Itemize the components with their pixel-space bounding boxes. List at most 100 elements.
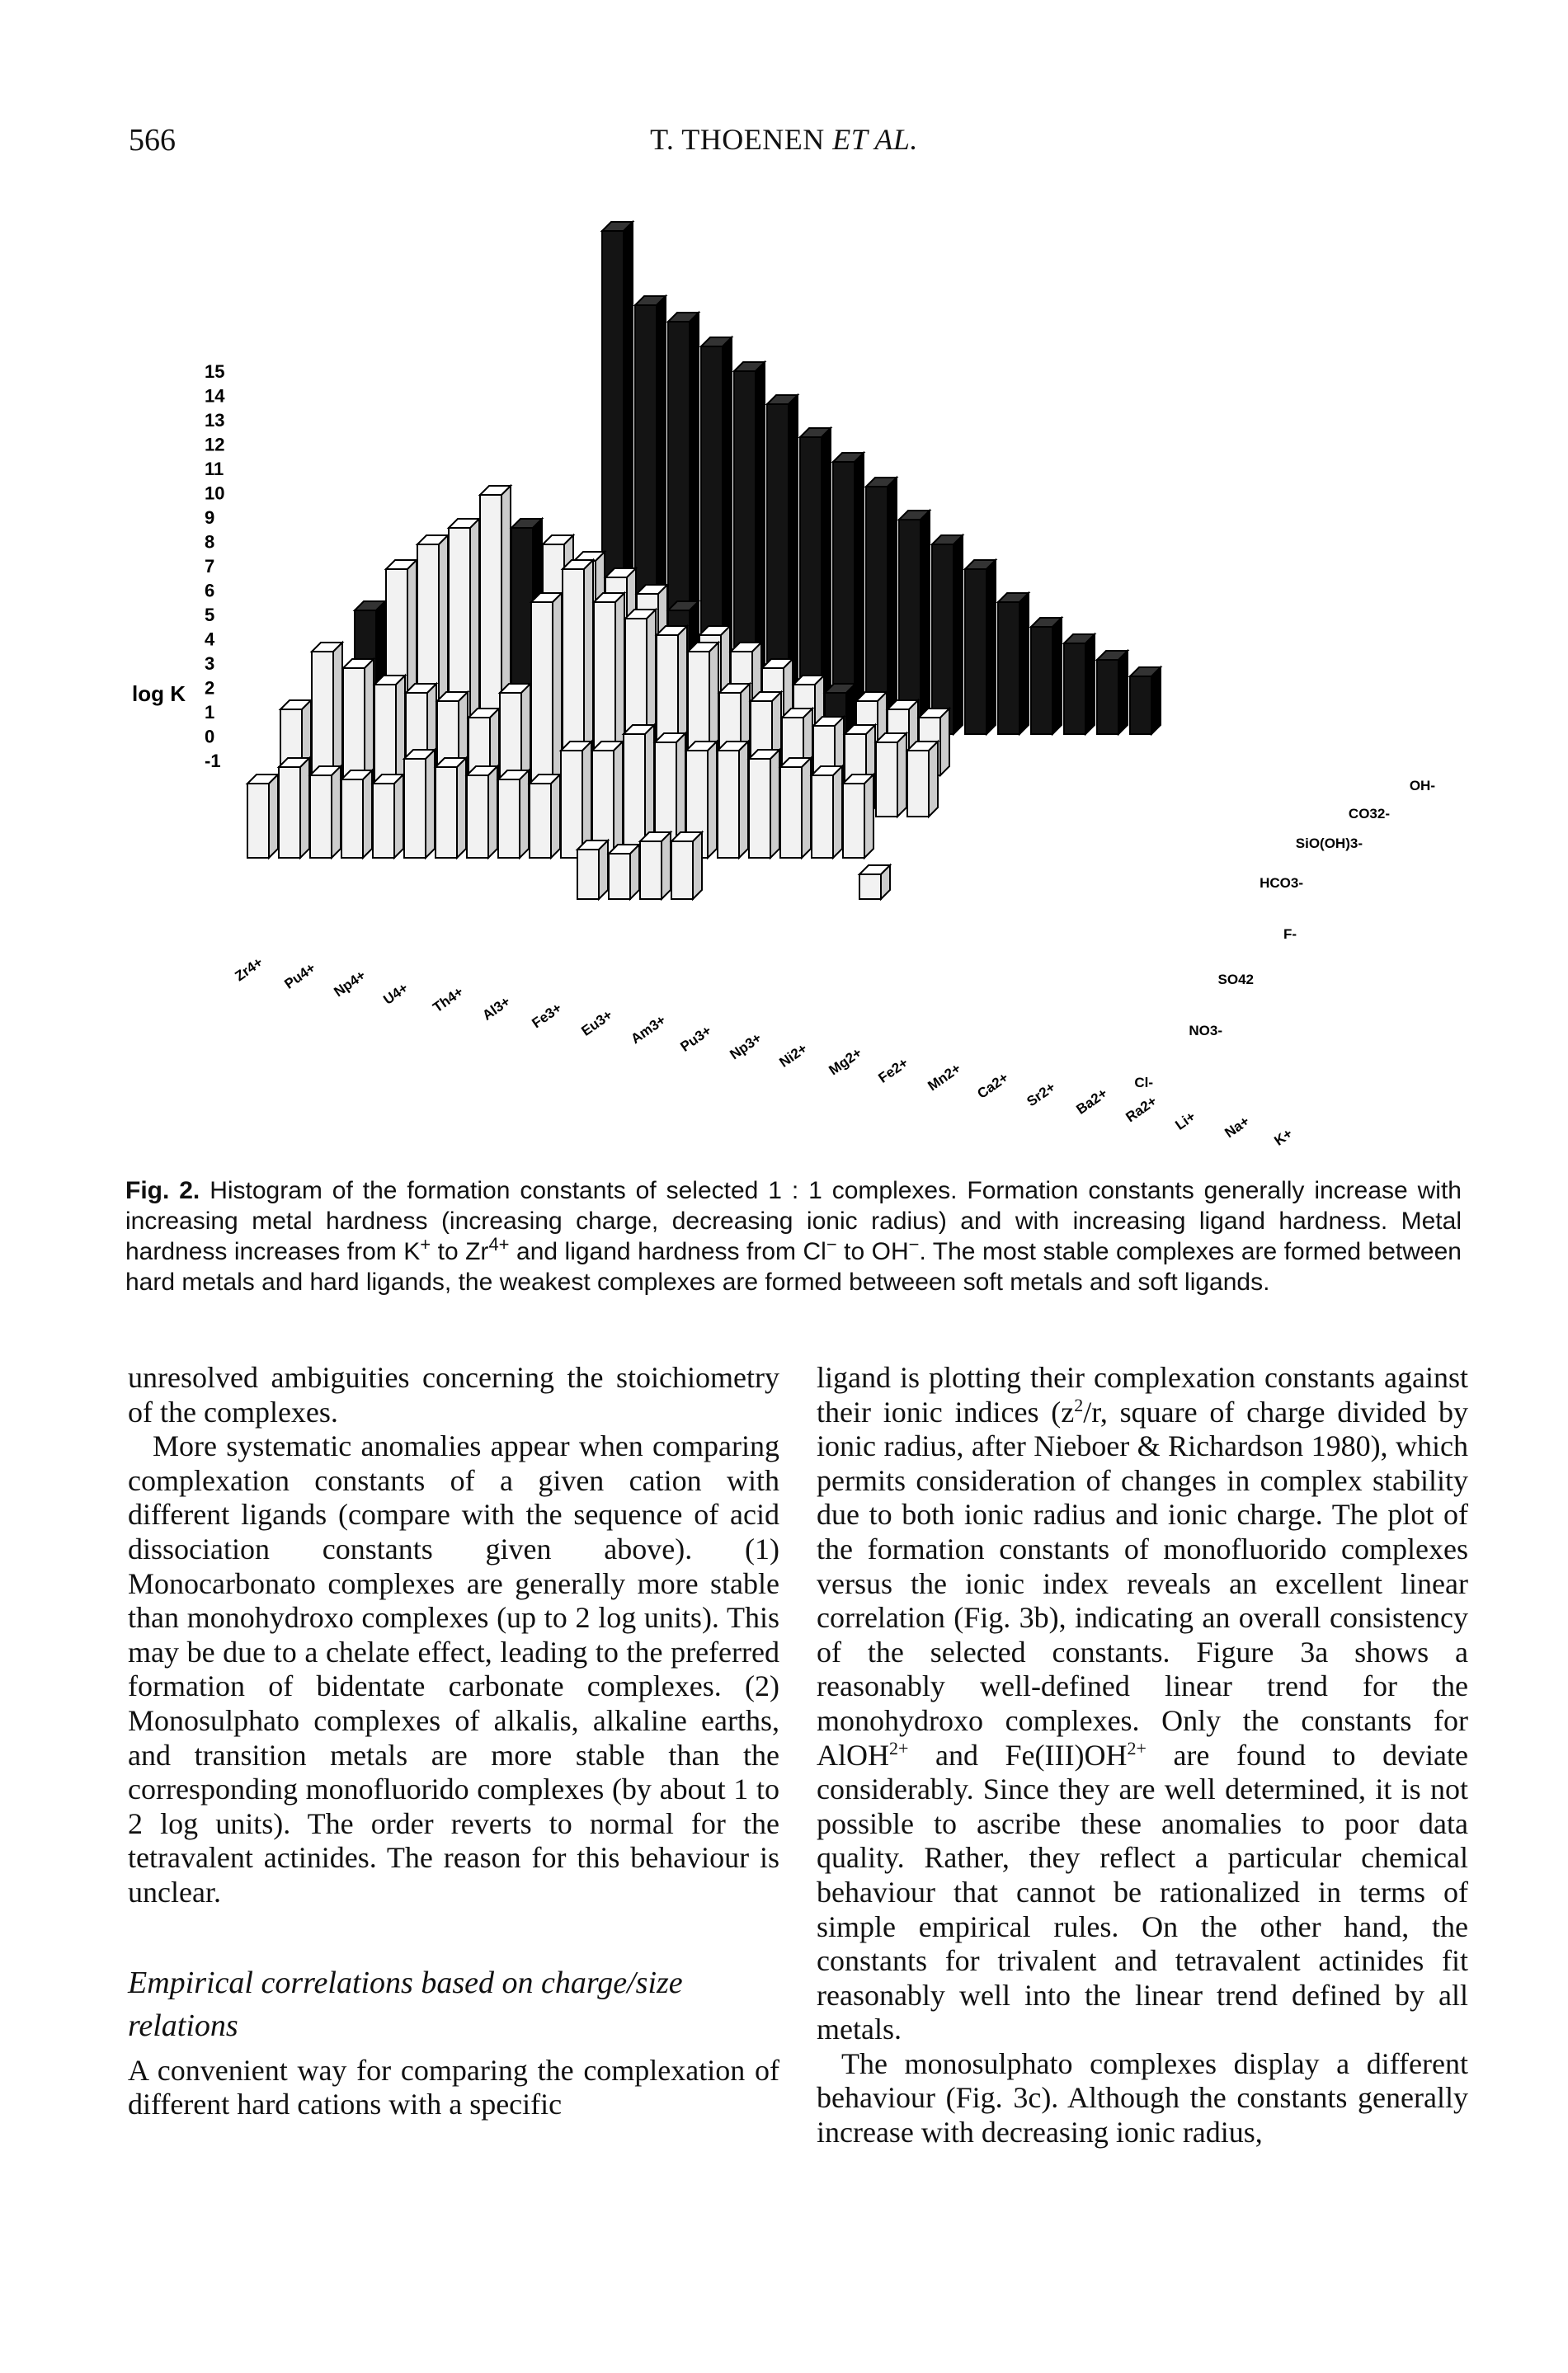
y-tick-label: 14 — [205, 386, 225, 407]
y-tick-label: 0 — [205, 727, 214, 747]
log-k-axis-label: log K — [132, 681, 186, 706]
metal-label: Ra2+ — [1123, 1093, 1160, 1125]
histogram-bar — [245, 772, 280, 860]
left-paragraph-3: A convenient way for comparing the compl… — [128, 2053, 779, 2121]
histogram-bar — [433, 756, 469, 860]
histogram-bar — [1095, 648, 1130, 737]
y-tick-label: 4 — [205, 629, 215, 650]
histogram-bar — [809, 764, 845, 860]
right-paragraph-2: The monosulphato complexes display a dif… — [817, 2046, 1468, 2149]
histogram-bar — [930, 533, 965, 737]
caption-text-2: to Zr — [431, 1238, 489, 1265]
histogram-bar — [464, 764, 500, 860]
running-head-authors: T. THOENEN — [650, 123, 825, 156]
metal-label: Ni2+ — [776, 1040, 810, 1070]
metal-label: Pu3+ — [677, 1023, 714, 1055]
left-column: unresolved ambiguities concerning the st… — [128, 1361, 779, 2122]
ligand-label: NO3- — [1189, 1023, 1222, 1038]
ligand-label: F- — [1283, 926, 1297, 942]
caption-sup-1: + — [420, 1234, 431, 1255]
histogram-bar — [857, 863, 892, 902]
metal-label: Al3+ — [479, 993, 513, 1023]
histogram-bar — [370, 772, 406, 860]
y-tick-label: 15 — [205, 361, 224, 382]
right-p1-sup-2: 2+ — [889, 1737, 909, 1759]
histogram-bar — [606, 842, 642, 902]
right-p1-text-a: ligand is plotting their complexation co… — [817, 1361, 1468, 1429]
histogram-bar — [873, 731, 909, 819]
metal-label: Ba2+ — [1073, 1085, 1110, 1118]
metal-label: Am3+ — [628, 1012, 668, 1047]
ligand-label: SO42 — [1218, 972, 1254, 987]
ligand-label: Cl- — [1134, 1075, 1153, 1090]
histogram-bar — [652, 731, 688, 860]
metal-label: Li+ — [1172, 1109, 1198, 1133]
y-tick-label: 13 — [205, 410, 224, 431]
left-paragraph-2: More systematic anomalies appear when co… — [128, 1429, 779, 1909]
histogram-bar — [746, 747, 782, 860]
metal-label: Na+ — [1222, 1114, 1252, 1142]
metal-label: Pu4+ — [281, 960, 318, 992]
metal-label: Sr2+ — [1024, 1079, 1058, 1109]
histogram-bar — [1128, 665, 1163, 737]
histogram-bar — [339, 768, 374, 860]
page-number: 566 — [129, 123, 176, 158]
metal-label: Np4+ — [331, 968, 368, 1001]
ligand-label: CO32- — [1349, 806, 1390, 822]
figure-caption: Fig. 2. Histogram of the formation const… — [125, 1175, 1462, 1297]
metal-label: Np3+ — [727, 1030, 764, 1063]
running-head: T. THOENEN ET AL. — [0, 122, 1568, 157]
caption-text-4: to OH — [836, 1238, 909, 1265]
histogram-bar — [715, 739, 751, 860]
caption-sup-3: − — [826, 1234, 837, 1255]
histogram-bar — [1062, 632, 1097, 737]
metal-labels: Zr4+Pu4+Np4+U4+Th4+Al3+Fe3+Eu3+Am3+Pu3+N… — [232, 954, 1295, 1149]
histogram-bar — [527, 772, 563, 860]
y-tick-label: 2 — [205, 678, 214, 699]
metal-label: Eu3+ — [578, 1007, 615, 1039]
histogram-bar — [308, 764, 343, 860]
caption-text-1: Histogram of the formation constants of … — [125, 1177, 1462, 1265]
running-head-etal: ET AL. — [832, 123, 918, 156]
histogram-bar — [841, 772, 876, 860]
histogram-bar — [558, 739, 594, 860]
histogram-bar — [669, 830, 704, 902]
y-tick-label: 12 — [205, 435, 224, 455]
y-tick-label: -1 — [205, 751, 221, 771]
right-p1-sup-1: 2 — [1074, 1394, 1084, 1415]
histogram-bar — [897, 508, 932, 737]
metal-label: Ca2+ — [974, 1070, 1011, 1102]
metal-label: Th4+ — [430, 984, 466, 1016]
right-p1-sup-3: 2+ — [1127, 1737, 1147, 1759]
section-heading: Empirical correlations based on charge/s… — [128, 1965, 683, 2043]
histogram-bar — [402, 747, 437, 860]
y-tick-label: 9 — [205, 507, 214, 528]
metal-label: Zr4+ — [232, 954, 266, 984]
right-p1-text-b: /r, square of charge divided by ionic ra… — [817, 1395, 1469, 1772]
histogram-bar — [496, 768, 531, 860]
y-tick-label: 1 — [205, 702, 214, 723]
y-tick-label: 10 — [205, 483, 224, 504]
histogram-bar — [575, 838, 610, 902]
caption-fig-label: Fig. 2. — [125, 1177, 200, 1204]
caption-sup-2: 4+ — [488, 1234, 510, 1255]
metal-label: K+ — [1271, 1125, 1295, 1148]
histogram-bar — [684, 739, 719, 860]
caption-text-5: . The most stable complexes are formed b… — [125, 1238, 1462, 1296]
metal-label: U4+ — [380, 980, 411, 1008]
y-tick-label: 7 — [205, 556, 214, 577]
right-paragraph-1: ligand is plotting their complexation co… — [817, 1361, 1468, 2047]
y-tick-label: 6 — [205, 581, 214, 601]
y-tick-label: 3 — [205, 653, 214, 674]
histogram-bars — [245, 219, 1163, 902]
histogram-bar — [1029, 615, 1064, 737]
y-tick-label: 11 — [205, 459, 224, 479]
histogram-bar — [963, 558, 998, 737]
ligand-label: SiO(OH)3- — [1296, 836, 1363, 851]
metal-label: Mg2+ — [826, 1044, 864, 1078]
histogram-bar — [905, 739, 940, 819]
histogram-bar — [276, 756, 312, 860]
